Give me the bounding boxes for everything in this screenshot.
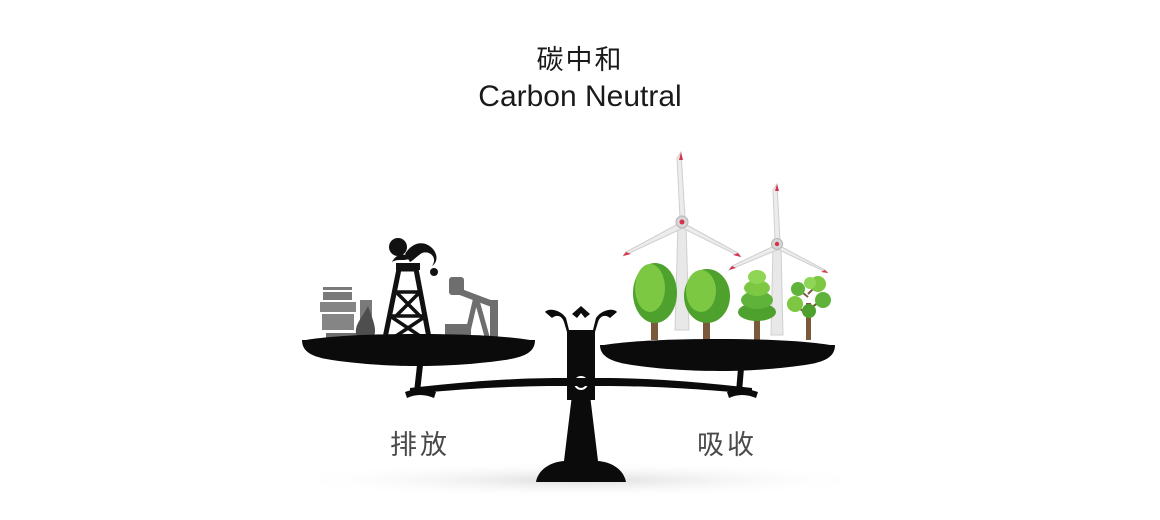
tree-leafy: [787, 276, 831, 340]
tree-round-1: [633, 263, 677, 340]
oil-drop-icon: [355, 306, 376, 342]
title-english: Carbon Neutral: [478, 80, 682, 113]
absorption-label: 吸收: [697, 430, 757, 461]
title-chinese: 碳中和: [536, 45, 624, 76]
balance-scale: [302, 306, 835, 482]
emission-label: 排放: [390, 430, 450, 461]
oil-derrick-icon: [381, 238, 438, 346]
tree-pine: [738, 270, 776, 340]
tree-round-2: [684, 269, 730, 340]
pump-jack-icon: [440, 277, 502, 343]
